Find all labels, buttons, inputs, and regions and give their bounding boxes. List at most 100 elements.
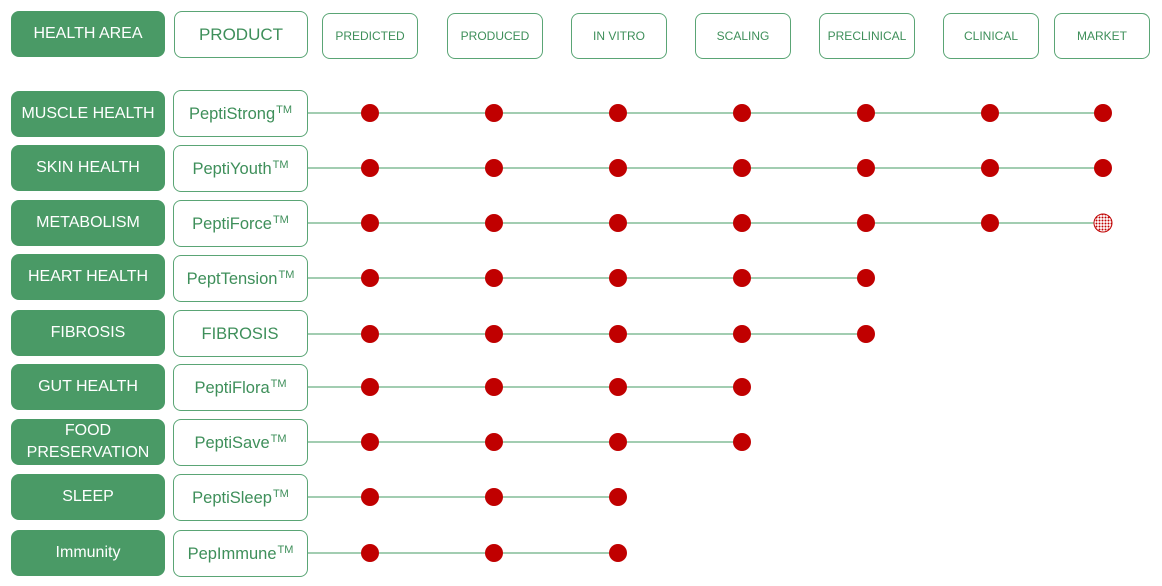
stage-dot — [733, 269, 751, 287]
health-area-gut-health: GUT HEALTH — [11, 364, 165, 410]
health-area-metabolism: METABOLISM — [11, 200, 165, 246]
health-area-label: FOOD PRESERVATION — [26, 422, 150, 461]
product-label: PepImmuneTM — [187, 543, 294, 563]
stage-dot — [485, 159, 503, 177]
stage-dot — [609, 104, 627, 122]
health-area-heart-health: HEART HEALTH — [11, 254, 165, 300]
health-area-immunity: Immunity — [11, 530, 165, 576]
product-label: PeptiSleepTM — [192, 487, 289, 507]
stage-dot — [361, 488, 379, 506]
product-fibrosis: FIBROSIS — [173, 310, 308, 357]
stage-dot — [857, 269, 875, 287]
health-area-label: Immunity — [55, 544, 121, 561]
stage-dot — [609, 325, 627, 343]
stage-dot — [1094, 104, 1112, 122]
product-pepimmune: PepImmuneTM — [173, 530, 308, 577]
stage-header-predicted: PREDICTED — [322, 13, 418, 59]
stage-dot — [609, 433, 627, 451]
stage-dot — [361, 544, 379, 562]
product-label: PeptiFloraTM — [194, 377, 287, 397]
stage-header-produced: PRODUCED — [447, 13, 543, 59]
stage-dot — [609, 214, 627, 232]
stage-dot — [609, 269, 627, 287]
partial-stage-dot — [1093, 213, 1113, 233]
stage-label: PREDICTED — [335, 29, 405, 43]
health-area-label: FIBROSIS — [50, 324, 126, 341]
health-area-label: GUT HEALTH — [38, 378, 138, 395]
health-area-header-label: HEALTH AREA — [33, 25, 143, 42]
stage-label: SCALING — [716, 29, 770, 43]
stage-header-clinical: CLINICAL — [943, 13, 1039, 59]
product-label: PeptTensionTM — [186, 268, 295, 288]
health-area-label: METABOLISM — [36, 214, 140, 231]
stage-dot — [609, 159, 627, 177]
product-peptistrong: PeptiStrongTM — [173, 90, 308, 137]
stage-dot — [485, 104, 503, 122]
stage-dot — [733, 433, 751, 451]
stage-dot — [733, 325, 751, 343]
health-area-fibrosis: FIBROSIS — [11, 310, 165, 356]
product-pepttension: PeptTensionTM — [173, 255, 308, 302]
product-label: FIBROSIS — [201, 324, 279, 343]
health-area-label: SLEEP — [62, 488, 114, 505]
stage-dot — [609, 544, 627, 562]
product-header: PRODUCT — [174, 11, 308, 58]
stage-dot — [609, 488, 627, 506]
product-peptiforce: PeptiForceTM — [173, 200, 308, 247]
health-area-skin-health: SKIN HEALTH — [11, 145, 165, 191]
product-peptisave: PeptiSaveTM — [173, 419, 308, 466]
health-area-sleep: SLEEP — [11, 474, 165, 520]
stage-header-in-vitro: IN VITRO — [571, 13, 667, 59]
stage-dot — [485, 269, 503, 287]
health-area-muscle-health: MUSCLE HEALTH — [11, 91, 165, 137]
stage-label: PRECLINICAL — [827, 29, 907, 43]
stage-dot — [857, 214, 875, 232]
health-area-food-preservation: FOOD PRESERVATION — [11, 419, 165, 465]
stage-dot — [857, 104, 875, 122]
product-peptisleep: PeptiSleepTM — [173, 474, 308, 521]
product-header-label: PRODUCT — [198, 24, 284, 44]
stage-dot — [733, 214, 751, 232]
stage-dot — [981, 159, 999, 177]
product-label: PeptiSaveTM — [194, 432, 287, 452]
stage-label: IN VITRO — [592, 29, 645, 43]
stage-dot — [361, 159, 379, 177]
stage-dot — [733, 104, 751, 122]
stage-dot — [981, 214, 999, 232]
stage-header-scaling: SCALING — [695, 13, 791, 59]
stage-header-market: MARKET — [1054, 13, 1150, 59]
stage-dot — [485, 544, 503, 562]
stage-dot — [857, 325, 875, 343]
stage-dot — [857, 159, 875, 177]
product-label: PeptiYouthTM — [192, 158, 289, 178]
health-area-label: SKIN HEALTH — [36, 159, 140, 176]
stage-header-preclinical: PRECLINICAL — [819, 13, 915, 59]
stage-label: CLINICAL — [963, 29, 1019, 43]
stage-dot — [361, 325, 379, 343]
stage-dot — [485, 488, 503, 506]
stage-dot — [1094, 159, 1112, 177]
product-peptiflora: PeptiFloraTM — [173, 364, 308, 411]
health-area-label: HEART HEALTH — [27, 268, 149, 285]
stage-dot — [361, 433, 379, 451]
stage-dot — [361, 214, 379, 232]
product-label: PeptiForceTM — [192, 213, 289, 233]
stage-dot — [733, 378, 751, 396]
health-area-label: MUSCLE HEALTH — [21, 105, 155, 122]
product-label: PeptiStrongTM — [188, 103, 293, 123]
stage-dot — [485, 378, 503, 396]
stage-dot — [485, 433, 503, 451]
stage-dot — [609, 378, 627, 396]
stage-dot — [485, 325, 503, 343]
stage-dot — [361, 269, 379, 287]
stage-label: PRODUCED — [460, 29, 530, 43]
stage-label: MARKET — [1076, 29, 1127, 43]
stage-dot — [361, 104, 379, 122]
health-area-header: HEALTH AREA — [11, 11, 165, 57]
stage-dot — [361, 378, 379, 396]
product-peptiyouth: PeptiYouthTM — [173, 145, 308, 192]
stage-dot — [733, 159, 751, 177]
stage-dot — [981, 104, 999, 122]
stage-dot — [485, 214, 503, 232]
